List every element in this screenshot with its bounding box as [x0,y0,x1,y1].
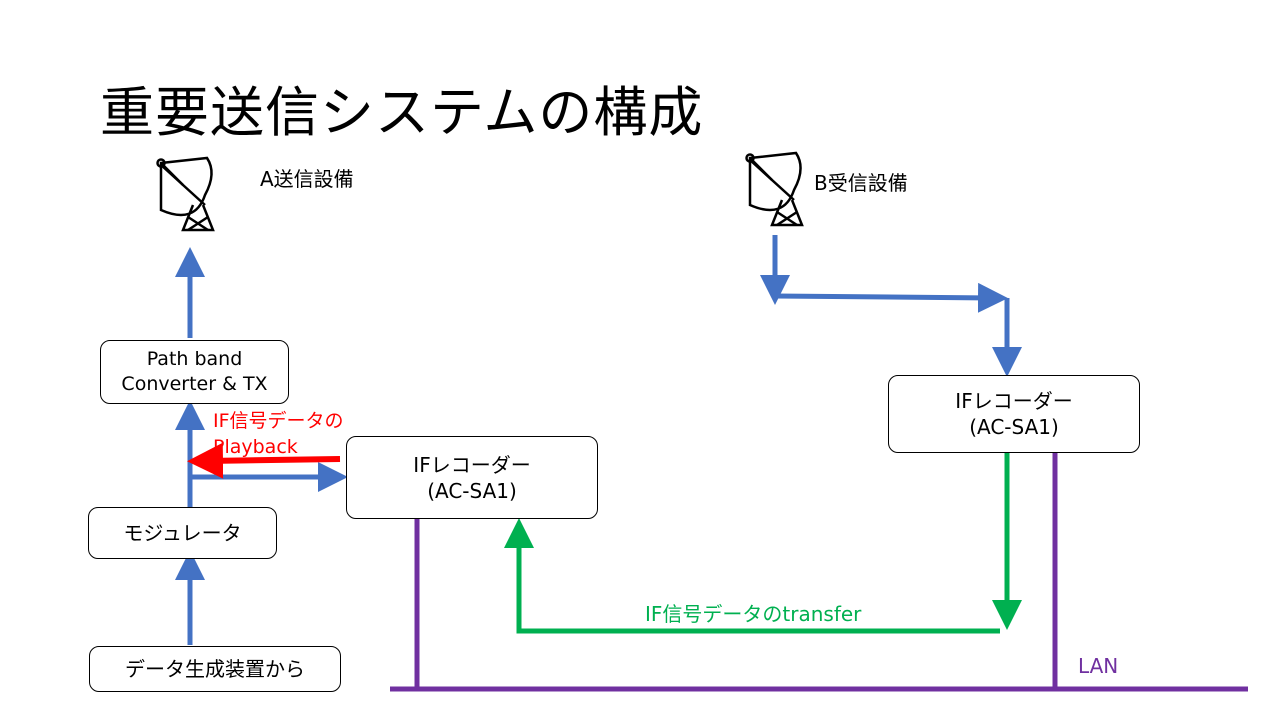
arrow-dish-b-right [774,282,1008,313]
satellite-dish-icon-a [156,156,215,232]
converter-box[interactable]: Path band Converter & TX [100,340,289,404]
playback-label: IF信号データの Playback [213,410,344,458]
lan-label: LAN [1078,654,1119,678]
transfer-label: IF信号データのtransfer [645,602,862,626]
recorder-b-box[interactable]: IFレコーダー (AC-SA1) [888,375,1140,453]
satellite-dish-icon-b [745,151,804,227]
page-title: 重要送信システムの構成 [100,81,704,144]
site-b-label: B受信設備 [814,171,908,195]
data-source-box[interactable]: データ生成装置から [89,646,341,692]
recorder-a-box[interactable]: IFレコーダー (AC-SA1) [346,436,598,519]
arrow-playback [187,442,341,479]
site-a-label: A送信設備 [260,167,354,191]
arrow-transfer [504,518,1000,634]
modulator-box[interactable]: モジュレータ [88,507,277,559]
